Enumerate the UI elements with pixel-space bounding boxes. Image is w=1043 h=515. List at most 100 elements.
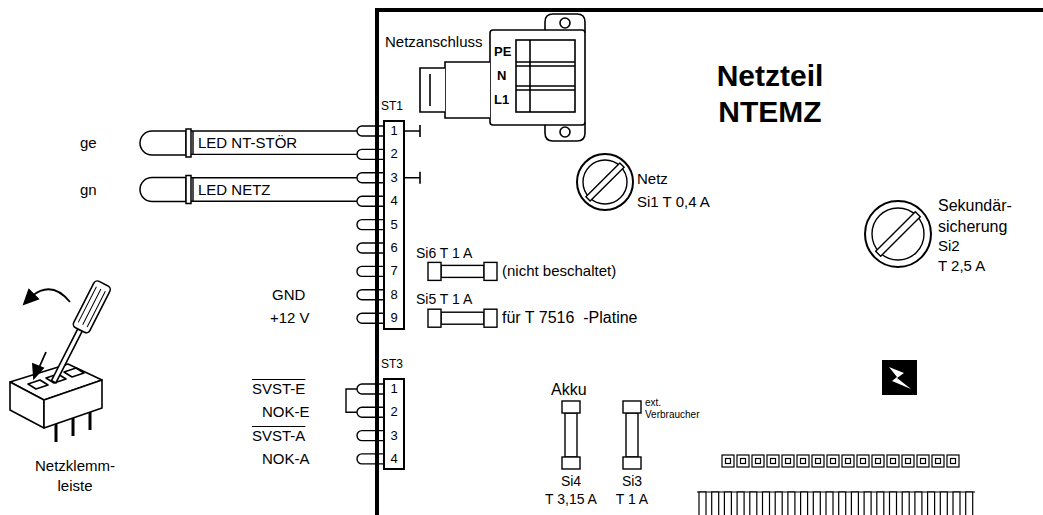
signal-name: NOK-A — [262, 450, 310, 468]
fuse-symbol — [562, 457, 580, 469]
pin-header — [750, 492, 757, 515]
fuse-holder — [586, 163, 624, 201]
fuse-symbol — [441, 312, 484, 324]
pin-header — [788, 492, 795, 515]
pin-header — [851, 492, 858, 515]
terminal-block — [56, 412, 90, 442]
manufacturer-logo — [889, 367, 911, 389]
mains-connector — [445, 62, 490, 118]
pin-header — [826, 492, 833, 515]
fuse-symbol — [623, 401, 641, 413]
pad-row — [857, 455, 869, 467]
pad-row — [861, 459, 866, 464]
mains-connector — [516, 40, 575, 112]
pin-terminator — [405, 125, 420, 184]
fuse-rating: Si5 T 1 A — [416, 291, 472, 307]
screwdriver — [51, 329, 82, 383]
board-title: Netzteil NTEMZ — [700, 58, 840, 130]
pad-row — [816, 459, 821, 464]
fuse-symbol — [441, 265, 484, 277]
mains-connector — [490, 30, 585, 125]
pin-header — [775, 492, 782, 515]
fuse-label: ext. Verbraucher — [645, 397, 707, 421]
pin-number: 3 — [383, 428, 405, 444]
pad-row — [887, 455, 899, 467]
fuse-holder — [577, 154, 633, 210]
pin-header — [699, 492, 706, 515]
fuse-rating: T 3,15 A — [526, 491, 616, 508]
fuse-symbol — [565, 413, 577, 457]
fuse-symbol — [626, 413, 638, 457]
pad-row — [951, 459, 956, 464]
pin-number: 9 — [383, 310, 405, 326]
pad-row — [932, 455, 944, 467]
pin-header — [763, 492, 770, 515]
led-symbol — [140, 131, 186, 155]
turn-arrow — [33, 364, 43, 378]
pad-row — [782, 455, 794, 467]
pin-stub — [357, 220, 384, 230]
pad-row — [756, 459, 761, 464]
led-symbol — [140, 129, 191, 204]
color-code: gn — [80, 181, 97, 199]
connector-name: ST1 — [381, 99, 403, 114]
pad-row — [842, 455, 854, 467]
pad-row — [917, 455, 929, 467]
pin-header — [724, 492, 731, 515]
pin-number: 7 — [383, 263, 405, 279]
pin-header — [966, 492, 973, 515]
led-symbol — [186, 176, 191, 204]
terminal-block — [64, 368, 84, 377]
pad-row — [797, 455, 809, 467]
pin-header — [737, 492, 744, 515]
pin-header — [839, 492, 846, 515]
pin-number: 8 — [383, 287, 405, 303]
fuse-rating: Si1 T 0,4 A — [637, 193, 710, 211]
pin-stub — [357, 173, 384, 183]
part-label: Netzklemm- leiste — [30, 456, 120, 496]
led-symbol — [186, 129, 191, 157]
terminal-label: L1 — [494, 92, 509, 108]
pin-header — [940, 492, 947, 515]
led-wire — [191, 131, 357, 201]
signal-name: SVST-A — [252, 427, 305, 445]
pin-number: 3 — [383, 170, 405, 186]
pad-row — [906, 459, 911, 464]
terminal-label: PE — [494, 44, 511, 60]
pin-stub — [357, 431, 384, 441]
signal-name: +12 V — [270, 309, 310, 327]
pin-header — [864, 492, 871, 515]
note: (nicht beschaltet) — [502, 262, 616, 280]
jumper-wire — [346, 389, 357, 412]
pin-stub — [357, 266, 384, 276]
fuse-label: Sekundär- sicherung — [938, 195, 1024, 237]
fuse-holder — [876, 212, 921, 257]
fuse-symbol — [562, 401, 580, 413]
screwdriver — [78, 287, 105, 327]
fuse-symbol — [623, 457, 641, 469]
note: für T 7516 -Platine — [502, 308, 638, 327]
pad-row — [726, 459, 731, 464]
pad-row — [722, 455, 734, 467]
pin-number: 1 — [383, 123, 405, 139]
terminal-label: N — [497, 68, 506, 84]
pin-number: 6 — [383, 240, 405, 256]
led-wire — [191, 131, 357, 154]
pin-header — [801, 492, 808, 515]
pad-row — [812, 455, 824, 467]
pin-number: 4 — [383, 193, 405, 209]
fuse-symbol — [484, 262, 497, 280]
pad-row — [786, 459, 791, 464]
pad-row — [876, 459, 881, 464]
turn-arrow — [24, 289, 70, 378]
pad-row — [947, 455, 959, 467]
fuse-symbol — [428, 309, 441, 327]
pad-row — [891, 459, 896, 464]
pad-row — [771, 459, 776, 464]
pin-stub — [357, 196, 384, 206]
jumper-wire — [346, 389, 357, 412]
pin-header — [877, 492, 884, 515]
pin-stub — [357, 290, 384, 300]
pin-number: 4 — [383, 451, 405, 467]
pad-row — [921, 459, 926, 464]
